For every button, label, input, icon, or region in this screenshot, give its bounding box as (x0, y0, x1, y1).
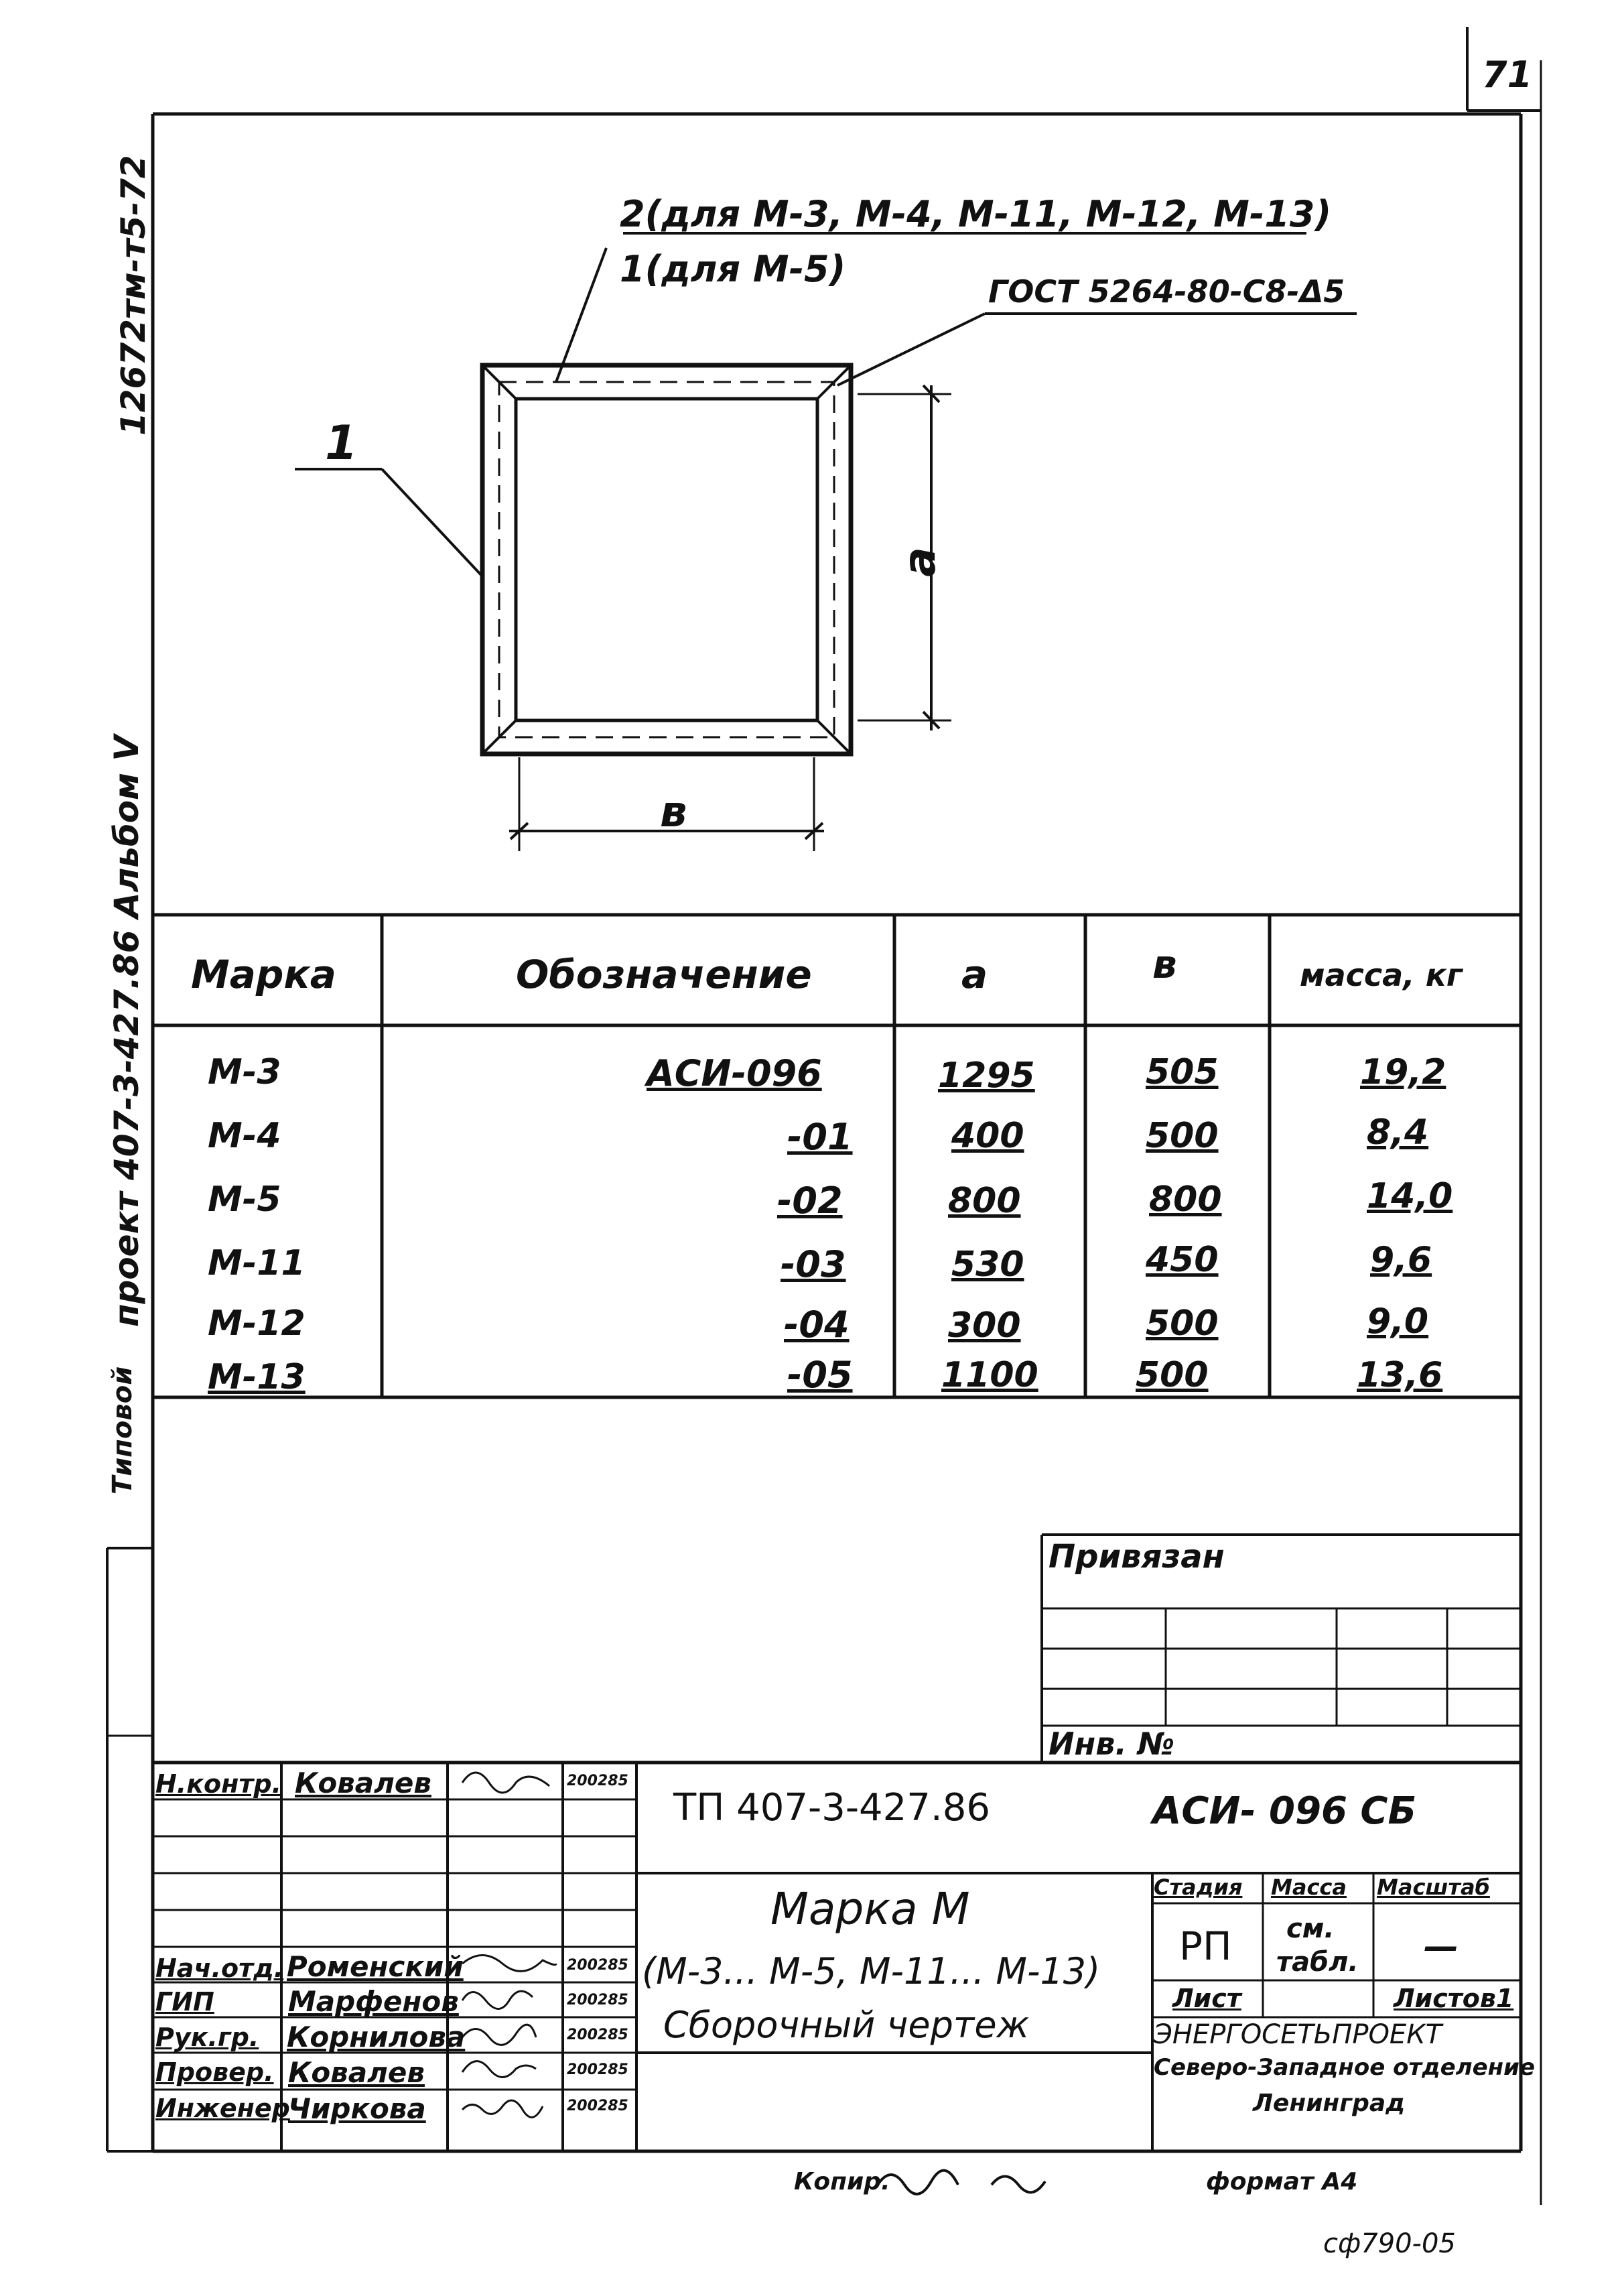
row6-designation: -05 (787, 1354, 853, 1396)
col-header-a: a (961, 952, 988, 997)
doc-number: ТП 407-3-427.86 (673, 1786, 990, 1830)
row2-b: 500 (1146, 1116, 1219, 1156)
row5-a: 300 (948, 1305, 1021, 1346)
row4-mass: 9,6 (1370, 1240, 1432, 1280)
leader-text-1: 2(для М-3, М-4, М-11, М-12, М-13) (620, 193, 1332, 235)
signer-date-9: 200285 (567, 2098, 628, 2114)
org-name-1: ЭНЕРГОСЕТЬПРОЕКТ (1154, 2019, 1442, 2050)
stage-label: Стадия (1154, 1874, 1243, 1900)
signer-role-8: Провер. (155, 2057, 274, 2087)
binding-title: Привязан (1049, 1538, 1225, 1576)
sheet-number: 71 (1482, 54, 1533, 96)
signer-date-5: 200285 (567, 1957, 628, 1974)
signer-name-1: Ковалев (295, 1767, 431, 1799)
row6-mass: 13,6 (1357, 1355, 1443, 1395)
stage-value: РП (1179, 1923, 1232, 1969)
row4-b: 450 (1146, 1240, 1219, 1280)
row6-a: 1100 (941, 1355, 1038, 1395)
row1-designation: АСИ-096 (647, 1052, 822, 1094)
title-line-1: Марка М (770, 1883, 970, 1935)
row3-b: 800 (1149, 1179, 1222, 1220)
signer-name-9: Чиркова (288, 2092, 426, 2125)
org-name-2: Северо-Западное отделение (1154, 2054, 1536, 2081)
sheet-label: Лист (1172, 1984, 1241, 2013)
col-header-designation: Обозначение (516, 952, 812, 997)
signer-name-8: Ковалев (288, 2056, 425, 2089)
row4-mark: М-11 (208, 1243, 306, 1283)
row6-mark: М-13 (208, 1357, 306, 1397)
part-label: 1 (325, 416, 358, 470)
row2-mass: 8,4 (1367, 1112, 1429, 1153)
row5-b: 500 (1146, 1303, 1219, 1344)
doc-code: АСИ- 096 СБ (1152, 1789, 1417, 1833)
signer-name-7: Корнилова (287, 2021, 466, 2053)
form-code: сф790-05 (1323, 2228, 1456, 2259)
scale-value: — (1424, 1927, 1459, 1967)
signer-date-8: 200285 (567, 2061, 628, 2078)
row1-a: 1295 (938, 1056, 1035, 1096)
row3-designation: -02 (777, 1179, 843, 1222)
signer-name-5: Роменский (287, 1950, 464, 1983)
row1-b: 505 (1146, 1052, 1219, 1092)
row2-designation: -01 (787, 1116, 853, 1158)
row4-designation: -03 (781, 1243, 846, 1285)
mass-value-2: табл. (1276, 1947, 1359, 1978)
signer-role-7: Рук.гр. (155, 2023, 259, 2052)
signer-date-6: 200285 (567, 1992, 628, 2008)
mass-value-1: см. (1286, 1913, 1335, 1944)
row3-a: 800 (948, 1181, 1021, 1221)
signer-date-7: 200285 (567, 2027, 628, 2043)
row1-mass: 19,2 (1360, 1052, 1446, 1092)
title-line-3: Сборочный чертеж (663, 2004, 1030, 2046)
row1-mark: М-3 (208, 1052, 281, 1092)
row6-b: 500 (1136, 1355, 1209, 1395)
signer-role-9: Инженер (155, 2094, 290, 2123)
col-header-b: в (1152, 942, 1177, 987)
mass-label: Масса (1271, 1874, 1347, 1900)
row2-a: 400 (951, 1116, 1024, 1156)
row3-mass: 14,0 (1367, 1176, 1453, 1216)
row5-designation: -04 (784, 1303, 850, 1346)
row2-mark: М-4 (208, 1116, 281, 1156)
sheets-label: Листов1 (1394, 1984, 1514, 2013)
leader-text-2: 1(для М-5) (620, 248, 846, 290)
row4-a: 530 (951, 1245, 1024, 1285)
dimension-b-label: в (660, 787, 687, 837)
row5-mark: М-12 (208, 1303, 306, 1344)
col-header-mass: масса, кг (1300, 957, 1463, 993)
signer-role-5: Нач.отд. (155, 1954, 284, 1983)
signer-role-1: Н.контр. (155, 1769, 282, 1799)
title-line-2: (М-3... М-5, М-11... М-13) (642, 1950, 1101, 1992)
signer-date-1: 200285 (567, 1773, 628, 1789)
format-label: формат А4 (1206, 2168, 1358, 2195)
row3-mark: М-5 (208, 1179, 281, 1220)
weld-note: ГОСТ 5264-80-С8-Δ5 (988, 273, 1345, 310)
org-name-3: Ленинград (1253, 2090, 1406, 2117)
copied-label: Копир. (794, 2168, 890, 2195)
scale-label: Масштаб (1377, 1874, 1490, 1900)
inventory-label: Инв. № (1049, 1726, 1175, 1762)
signer-role-6: ГИП (155, 1987, 214, 2017)
row5-mass: 9,0 (1367, 1301, 1429, 1342)
col-header-marka: Марка (191, 952, 336, 997)
signer-name-6: Марфенов (288, 1985, 459, 2018)
